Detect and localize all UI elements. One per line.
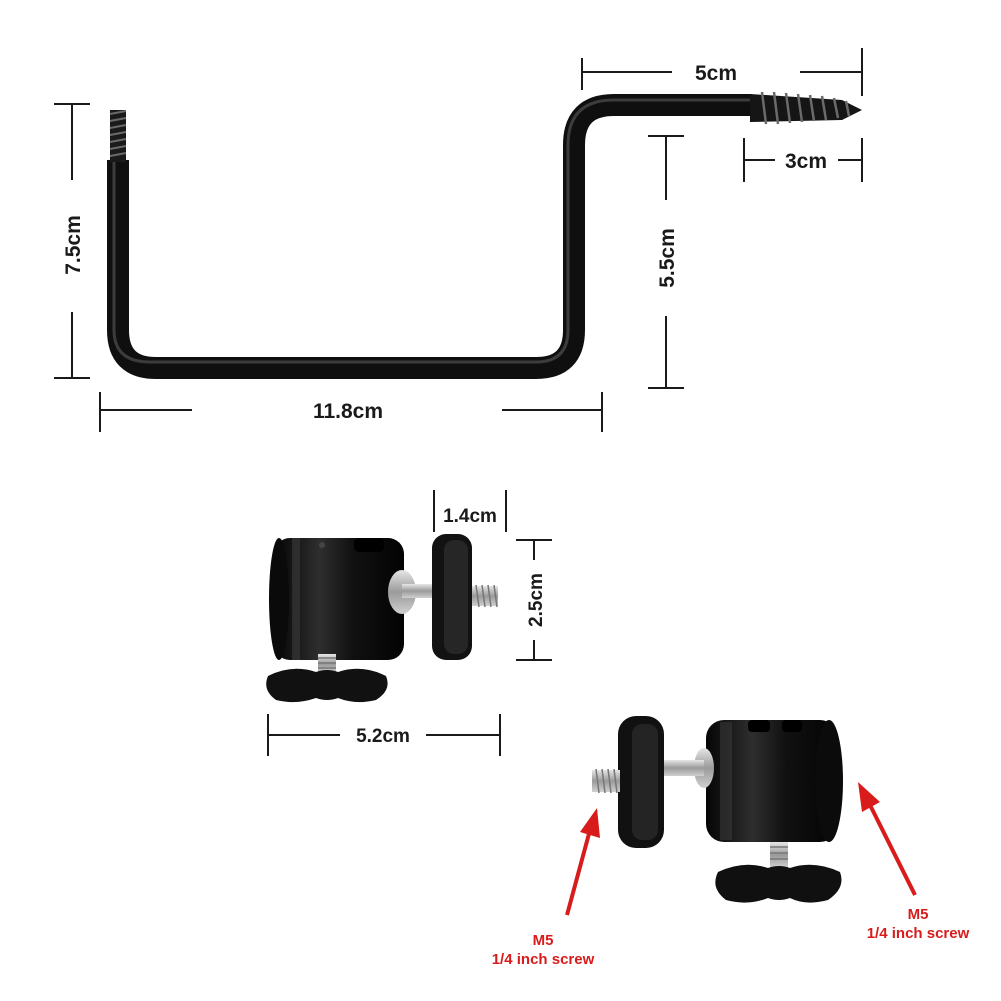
right-arrow-shaft bbox=[868, 804, 917, 896]
left-screw-label-line2: 1/4 inch screw bbox=[492, 951, 595, 968]
dim-plate-thickness: 1.4cm bbox=[443, 506, 497, 527]
dim-screw-length: 3cm bbox=[785, 150, 827, 173]
hook-top-thread bbox=[109, 110, 127, 162]
left-arrow-head bbox=[580, 808, 600, 838]
right-arrow-head bbox=[858, 782, 880, 812]
right-screw-label-line1: M5 bbox=[908, 906, 929, 923]
dim-hook-top-width: 5cm bbox=[695, 62, 737, 85]
hook-dimension-lines bbox=[54, 48, 863, 432]
ball-head-mount-side bbox=[266, 534, 498, 703]
dim-bottom-width: 11.8cm bbox=[313, 400, 383, 423]
dim-mount-width: 5.2cm bbox=[356, 726, 410, 747]
dim-right-drop: 5.5cm bbox=[656, 228, 679, 288]
hook-wood-screw bbox=[750, 91, 862, 125]
ball-head-mount-angled bbox=[592, 716, 843, 903]
right-screw-label-line2: 1/4 inch screw bbox=[867, 925, 970, 942]
annotation-arrows bbox=[565, 782, 917, 916]
left-screw-label-line1: M5 bbox=[533, 932, 554, 949]
hook-bracket bbox=[107, 91, 862, 379]
mount-dimension-lines bbox=[267, 490, 552, 756]
left-arrow-shaft bbox=[565, 829, 592, 916]
dim-plate-height: 2.5cm bbox=[526, 573, 547, 627]
dim-left-height: 7.5cm bbox=[62, 215, 85, 275]
